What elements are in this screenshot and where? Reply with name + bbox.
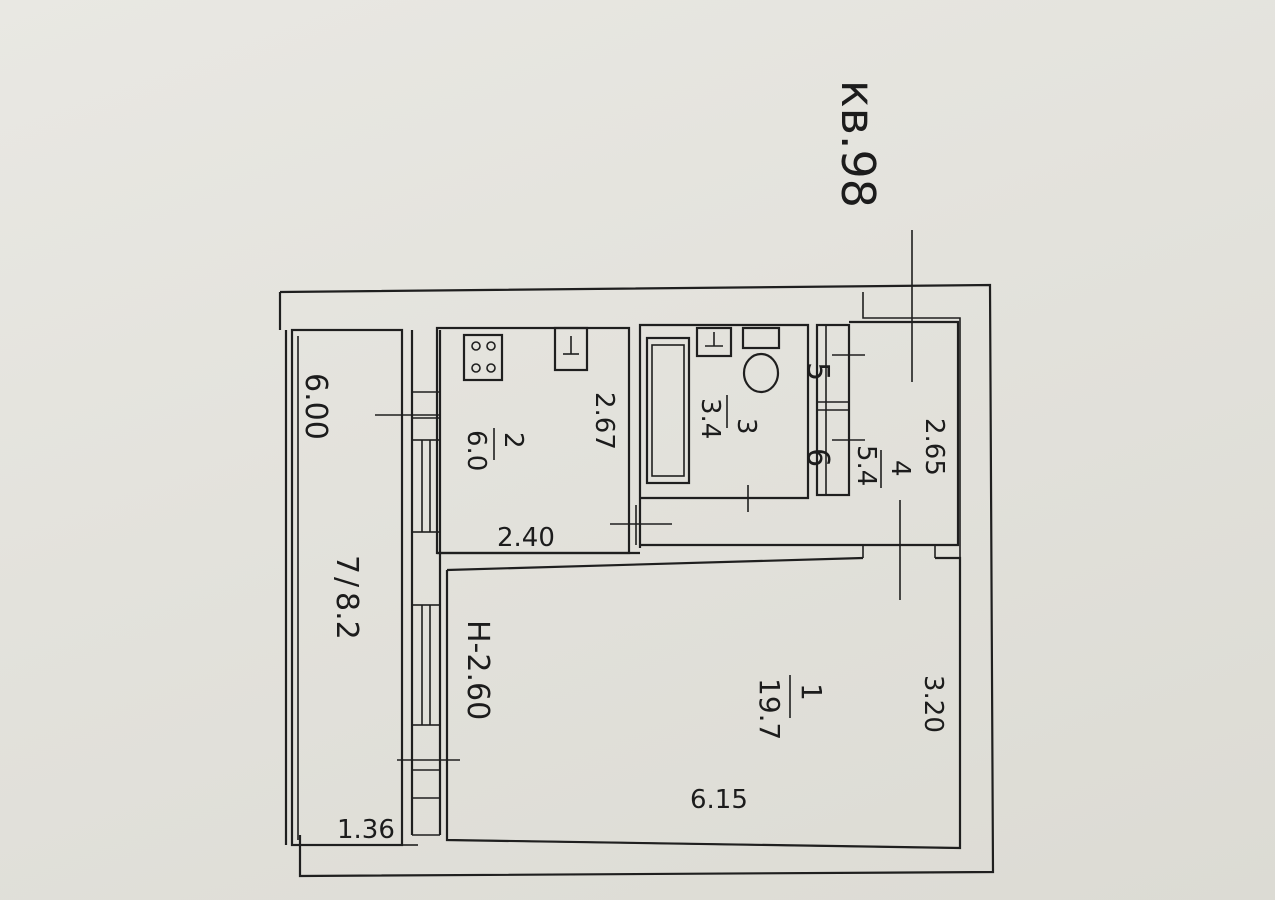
dimension-ticks	[375, 230, 913, 761]
room-3-number: 3	[731, 418, 761, 435]
room-2-dim-b: 2.67	[589, 392, 619, 450]
outer-walls	[278, 283, 995, 878]
room-1-number: 1	[795, 683, 828, 701]
room-2-dim-a: 2.40	[497, 523, 555, 553]
closets-room-5-6	[815, 323, 851, 497]
room-3-area: 3.4	[695, 398, 725, 439]
ceiling-height: Н-2.60	[460, 620, 495, 720]
window-wall	[410, 330, 442, 836]
room-1-dim-a: 6.15	[690, 785, 748, 815]
labels: кв.98 6.00 7 / 8.2 1.36 1.36 Н-2.60 2 6.…	[298, 80, 949, 845]
room-2-number: 2	[498, 432, 528, 449]
room-1-dim-b: 3.20	[918, 675, 948, 733]
room-7-area: 8.2	[329, 592, 364, 640]
stove-icon	[462, 333, 504, 382]
room-2-area: 6.0	[461, 430, 491, 471]
partition-wall	[437, 551, 864, 572]
room-4-dim-b: 2.65	[919, 418, 949, 476]
bathtub-icon	[645, 336, 691, 485]
washbasin-icon	[695, 326, 733, 358]
room-7-dim-a: 6.00	[298, 373, 333, 440]
room-5-number: 5	[800, 362, 835, 381]
bathroom-room-3	[638, 323, 810, 548]
kitchen-sink-icon	[553, 326, 589, 372]
apartment-number-label: кв.98	[831, 80, 885, 208]
toilet-icon	[741, 326, 781, 350]
room-7-dim-b-visible: 1.36	[337, 815, 395, 845]
living-room-1	[445, 556, 962, 850]
room-7-number: 7	[329, 555, 364, 574]
room-1-area: 19.7	[753, 678, 786, 740]
room-6-number: 6	[800, 448, 835, 467]
loggia-room-7	[284, 328, 418, 847]
room-4-area: 5.4	[851, 445, 881, 486]
hallway-room-4	[640, 320, 960, 558]
room-4-number: 4	[885, 460, 915, 477]
svg-text:/: /	[329, 577, 364, 588]
